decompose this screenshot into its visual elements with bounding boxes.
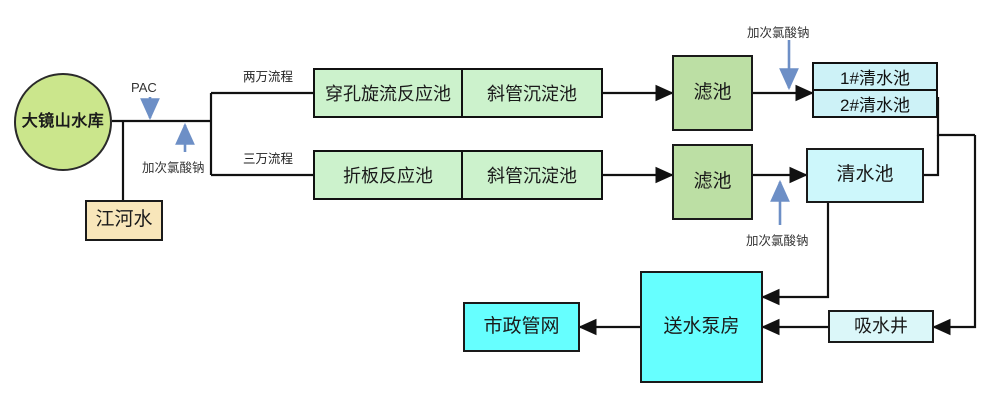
stage-upper-sedimentation[interactable]: 斜管沉淀池 (460, 70, 601, 116)
stage-upper-sedimentation-label: 斜管沉淀池 (486, 84, 577, 104)
stage-upper-reaction[interactable]: 穿孔旋流反应池 (315, 70, 461, 116)
node-filter-upper[interactable]: 滤池 (672, 55, 753, 131)
stage-lower-reaction-label: 折板反应池 (342, 166, 433, 186)
dose-label-hypochlorite-upper: 加次氯酸钠 (747, 26, 810, 40)
node-pump-house-label: 送水泵房 (663, 315, 740, 337)
node-clearwell-2-label: 2#清水池 (840, 96, 910, 115)
node-reservoir[interactable]: 大镜山水库 (14, 73, 112, 171)
train-label-upper: 两万流程 (243, 70, 294, 84)
node-filter-lower[interactable]: 滤池 (672, 144, 753, 220)
node-pump-house[interactable]: 送水泵房 (640, 271, 763, 383)
dose-label-pac: PAC (131, 80, 157, 95)
stage-upper-reaction-label: 穿孔旋流反应池 (324, 84, 451, 104)
stage-lower-reaction[interactable]: 折板反应池 (315, 152, 461, 198)
node-river-water-label: 江河水 (95, 209, 153, 231)
node-clearwell-lower[interactable]: 清水池 (806, 148, 924, 203)
node-clearwell-stack: 1#清水池 2#清水池 (812, 62, 938, 118)
node-clearwell-1-label: 1#清水池 (840, 69, 910, 88)
node-clearwell-1[interactable]: 1#清水池 (814, 64, 936, 89)
dose-label-hypochlorite-intake: 加次氯酸钠 (142, 161, 205, 175)
node-suction-well[interactable]: 吸水井 (828, 310, 934, 343)
dose-label-hypochlorite-lower: 加次氯酸钠 (746, 234, 809, 248)
stage-lower-sedimentation[interactable]: 斜管沉淀池 (460, 152, 601, 198)
node-clearwell-lower-label: 清水池 (836, 164, 894, 186)
node-river-water[interactable]: 江河水 (85, 200, 163, 241)
node-clearwell-2[interactable]: 2#清水池 (814, 89, 936, 116)
train-upper-stages: 穿孔旋流反应池 斜管沉淀池 (313, 68, 603, 118)
node-municipal-network-label: 市政管网 (483, 315, 560, 337)
node-filter-upper-label: 滤池 (693, 81, 732, 103)
node-municipal-network[interactable]: 市政管网 (463, 302, 580, 352)
stage-lower-sedimentation-label: 斜管沉淀池 (486, 166, 577, 186)
node-reservoir-label: 大镜山水库 (21, 113, 105, 131)
node-filter-lower-label: 滤池 (693, 170, 732, 192)
train-lower-stages: 折板反应池 斜管沉淀池 (313, 150, 603, 200)
train-label-lower: 三万流程 (243, 152, 294, 166)
node-suction-well-label: 吸水井 (854, 315, 908, 336)
